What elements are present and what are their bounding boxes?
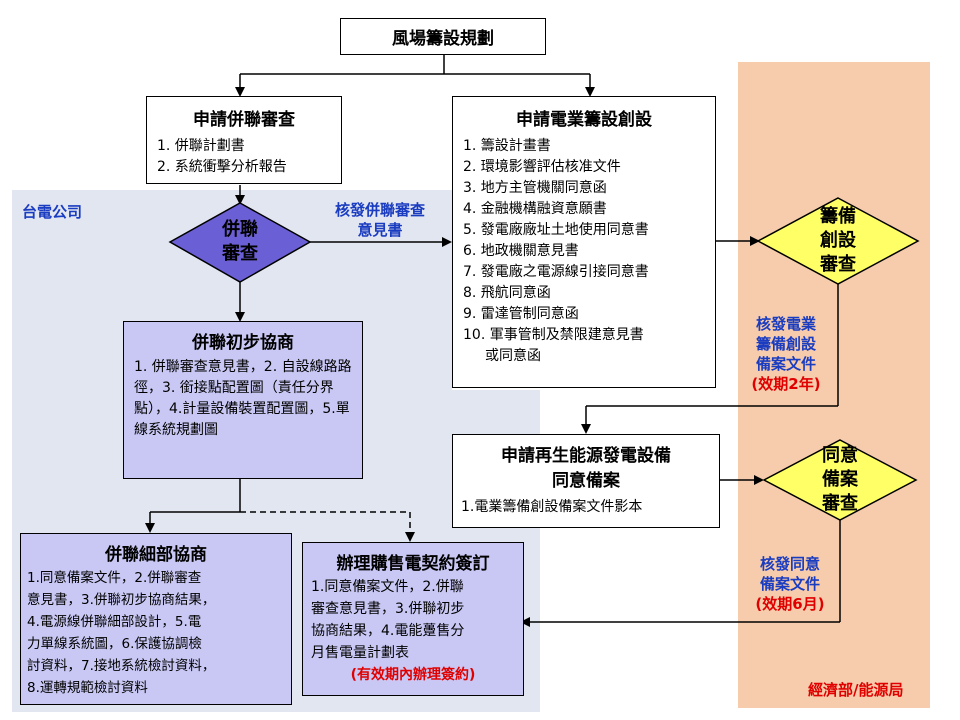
agree-out-validity: (效期6月) (755, 595, 825, 613)
wind-farm-planning-title: 風場籌設規劃 (392, 29, 494, 49)
prep-review-line2: 創設 (820, 230, 856, 251)
ppa-signing-box: 辦理購售電契約簽訂 1.同意備案文件，2.併聯 審查意見書，3.併聯初步 協商結… (302, 542, 524, 696)
grid-review-out-line1: 核發併聯審查 (334, 201, 425, 219)
agree-review-line3: 審查 (822, 493, 858, 514)
agree-review-diamond (762, 439, 918, 521)
apply-power-item: 7. 發電廠之電源線引接同意書 (463, 264, 649, 280)
ppa-signing-title: 辦理購售電契約簽訂 (336, 554, 490, 574)
ppa-line: 1.同意備案文件，2.併聯 (311, 579, 464, 595)
ppa-line: 審查意見書，3.併聯初步 (311, 601, 465, 617)
agree-review-line1: 同意 (822, 445, 858, 466)
grid-review-line1: 併聯 (222, 219, 258, 240)
grid-review-text: 併聯 審查 (200, 218, 280, 266)
apply-power-item: 10. 軍事管制及禁限建意見書 (463, 327, 644, 343)
apply-power-item: 6. 地政機關意見書 (463, 243, 579, 259)
prelim-negotiation-box: 併聯初步協商 1. 併聯審查意見書，2. 自設線路路徑，3. 銜接點配置圖（責任… (123, 321, 363, 479)
apply-power-item: 3. 地方主管機關同意函 (463, 180, 607, 196)
apply-renewable-title1: 申請再生能源發電設備 (501, 446, 671, 466)
taipower-label: 台電公司 (22, 203, 83, 221)
prep-out-line2: 籌備創設 (755, 335, 816, 353)
prep-review-line1: 籌備 (820, 206, 856, 227)
grid-review-line2: 審查 (222, 243, 258, 264)
prep-review-text: 籌備 創設 審查 (798, 205, 878, 277)
apply-renewable-item: 1.電業籌備創設備案文件影本 (461, 499, 643, 515)
prep-output-label: 核發電業 籌備創設 備案文件 (效期2年) (738, 314, 834, 394)
detail-line: 8.運轉規範檢討資料 (27, 680, 148, 696)
detail-line: 力單線系統圖，6.保護協調檢 (27, 636, 202, 652)
moea-label: 經濟部/能源局 (808, 681, 904, 699)
apply-power-item: 4. 金融機構融資意願書 (463, 201, 607, 217)
agree-review-text: 同意 備案 審查 (800, 444, 880, 516)
apply-renewable-box: 申請再生能源發電設備 同意備案 1.電業籌備創設備案文件影本 (452, 434, 720, 528)
prelim-negotiation-title: 併聯初步協商 (192, 333, 294, 353)
agree-review-line2: 備案 (822, 469, 858, 490)
wind-farm-planning-box: 風場籌設規劃 (340, 18, 546, 55)
apply-power-item: 5. 發電廠廠址土地使用同意書 (463, 222, 649, 238)
agree-out-line2: 備案文件 (759, 575, 820, 593)
detail-negotiation-box: 併聯細部協商 1.同意備案文件，2.併聯審查 意見書，3.併聯初步協商結果， 4… (20, 533, 292, 705)
apply-power-item: 9. 雷達管制同意函 (463, 306, 579, 322)
apply-grid-item: 1. 併聯計劃書 (157, 138, 245, 154)
moea-region (738, 62, 930, 708)
grid-review-output-label: 核發併聯審查 意見書 (312, 200, 448, 240)
apply-grid-review-title: 申請併聯審查 (193, 110, 295, 130)
apply-renewable-title2: 同意備案 (552, 471, 620, 491)
apply-power-item: 1. 籌設計畫書 (463, 138, 551, 154)
agree-out-line1: 核發同意 (759, 555, 820, 573)
grid-review-out-line2: 意見書 (357, 221, 403, 239)
apply-power-item: 2. 環境影響評估核准文件 (463, 159, 621, 175)
apply-power-item: 或同意函 (485, 348, 541, 364)
ppa-line: 月售電量計劃表 (311, 645, 409, 661)
apply-power-enterprise-box: 申請電業籌設創設 1. 籌設計畫書 2. 環境影響評估核准文件 3. 地方主管機… (452, 96, 716, 388)
prep-review-line3: 審查 (820, 254, 856, 275)
prep-out-validity: (效期2年) (751, 375, 821, 393)
agree-output-label: 核發同意 備案文件 (效期6月) (742, 554, 838, 614)
apply-grid-review-box: 申請併聯審查 1. 併聯計劃書 2. 系統衝擊分析報告 (146, 96, 342, 184)
detail-line: 討資料，7.接地系統檢討資料， (27, 658, 216, 674)
apply-power-item: 8. 飛航同意函 (463, 285, 551, 301)
ppa-line: 協商結果，4.電能躉售分 (311, 623, 465, 639)
grid-review-diamond (168, 202, 312, 283)
detail-negotiation-title: 併聯細部協商 (105, 545, 207, 565)
prelim-negotiation-body: 1. 併聯審查意見書，2. 自設線路路徑，3. 銜接點配置圖（責任分界點），4.… (134, 359, 352, 438)
apply-power-title: 申請電業籌設創設 (516, 110, 652, 130)
detail-line: 4.電源線併聯細部設計，5.電 (27, 614, 202, 630)
apply-grid-item: 2. 系統衝擊分析報告 (157, 159, 287, 175)
detail-line: 意見書，3.併聯初步協商結果， (27, 592, 216, 608)
ppa-note: (有效期內辦理簽約) (350, 667, 476, 683)
prep-out-line1: 核發電業 (755, 315, 816, 333)
detail-line: 1.同意備案文件，2.併聯審查 (27, 570, 202, 586)
prep-review-diamond (756, 197, 920, 285)
prep-out-line3: 備案文件 (755, 355, 816, 373)
